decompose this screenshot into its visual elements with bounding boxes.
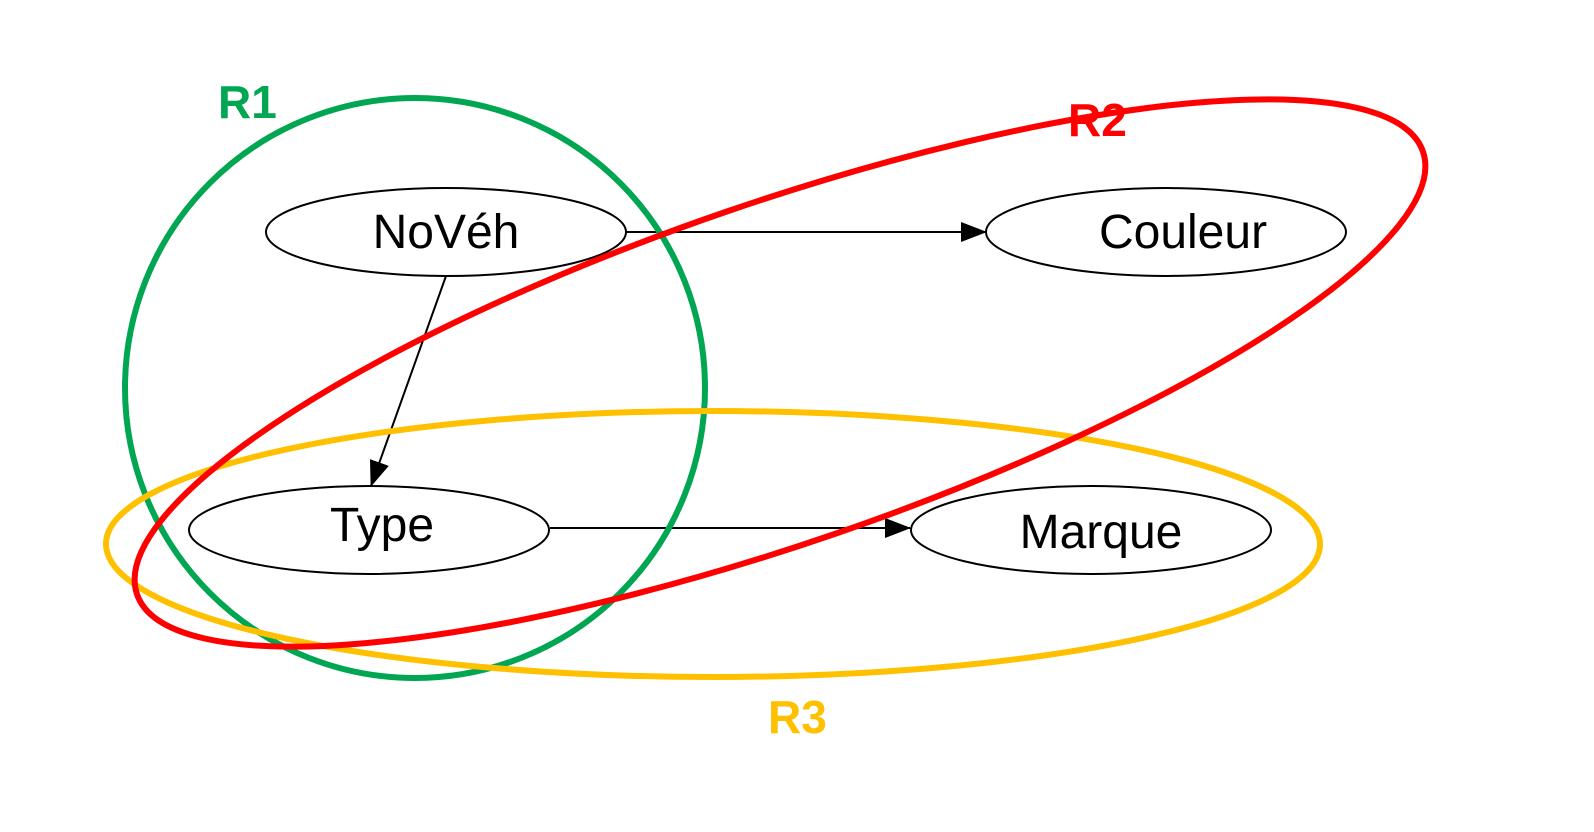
node-marque-shape xyxy=(910,485,1272,575)
node-type: Type xyxy=(188,485,550,575)
region-r1-label: R1 xyxy=(218,76,277,128)
node-type-shape xyxy=(188,485,550,575)
node-noveh-label: NoVéh xyxy=(373,206,520,259)
node-marque: Marque xyxy=(910,485,1272,575)
node-noveh-shape xyxy=(265,187,627,277)
node-type-label: Type xyxy=(330,499,434,552)
edge-noveh-type xyxy=(369,275,447,487)
region-r3-loop xyxy=(103,408,1323,680)
node-noveh: NoVéh xyxy=(265,187,627,277)
region-r2-label: R2 xyxy=(1068,94,1127,146)
node-couleur-shape xyxy=(985,187,1347,277)
region-r1-loop xyxy=(122,95,708,681)
node-marque-label: Marque xyxy=(1020,506,1183,559)
region-r3-label: R3 xyxy=(768,691,827,743)
node-couleur-label: Couleur xyxy=(1099,206,1267,259)
node-couleur: Couleur xyxy=(985,187,1347,277)
region-r2-loop xyxy=(131,96,1429,650)
